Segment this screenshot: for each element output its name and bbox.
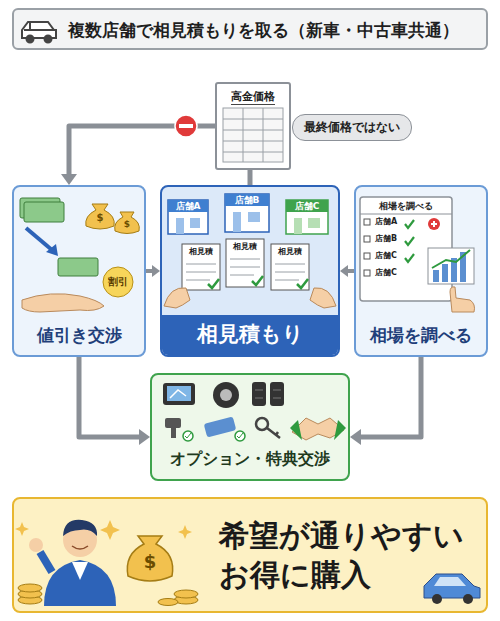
illustration-label: 店舗B (235, 196, 260, 205)
illustration-label: 相見積 (189, 248, 213, 256)
discount-illustration (20, 198, 139, 312)
connector-line (79, 357, 139, 437)
connector-line (361, 357, 421, 437)
arrow-head (152, 265, 160, 277)
illustration-label: 店舗C (295, 202, 320, 211)
connector-line (248, 170, 253, 185)
illustration-label: 店舗A (176, 202, 201, 211)
car-icon (22, 22, 56, 43)
arrow-head (61, 174, 77, 185)
node-text: 最終価格ではない (304, 119, 400, 136)
illustration-label: 相場を調べる (379, 202, 433, 211)
illustration-label: 店舗B (375, 235, 397, 243)
flow-arrow (350, 357, 421, 445)
illustration-label: $ (144, 553, 157, 571)
node-text: 高金価格 (231, 89, 275, 105)
option-icons (163, 382, 346, 441)
arrow-head (350, 429, 361, 445)
node-text: 相見積もり (162, 315, 338, 355)
connector-line (146, 269, 152, 273)
panel-box: 値引き交渉 (12, 185, 146, 357)
title-bar: 複数店舗で相見積もりを取る（新車・中古車共通） (12, 8, 488, 50)
node-text: オプション・特典交渉 (170, 449, 330, 470)
highlight-panel: 相見積もり (160, 185, 340, 357)
document-box: 高金価格 (215, 82, 291, 170)
title-text: 複数店舗で相見積もりを取る（新車・中古車共通） (68, 20, 459, 42)
flow-arrow (340, 265, 354, 277)
illustration-label: $ (97, 213, 104, 223)
illustration-label: 相見積 (278, 248, 302, 256)
arrow-head (340, 265, 348, 277)
price-table (223, 108, 283, 162)
illustration-label: 店舗C (375, 269, 397, 277)
result-box: 希望が通りやすい お得に購入 (12, 497, 488, 613)
arrow-head (139, 429, 150, 445)
flow-arrow (250, 170, 251, 185)
node-text: 希望が通りやすい お得に購入 (219, 516, 474, 594)
node-text: 値引き交渉 (37, 324, 122, 347)
connector-line (69, 126, 215, 174)
illustration-label: 相見積 (233, 243, 257, 251)
market-research-illustration (360, 197, 475, 312)
flow-arrow (61, 126, 215, 185)
flow-arrow (146, 265, 160, 277)
panel-box: 相場を調べる (354, 185, 488, 357)
stores-illustration (164, 194, 336, 308)
minus-sign (175, 115, 197, 137)
callout-pill: 最終価格ではない (292, 114, 412, 141)
buyer-illustration (15, 520, 480, 606)
illustration-label: 店舗A (375, 218, 397, 226)
illustration-label: 割引 (108, 277, 128, 287)
option-box: オプション・特典交渉 (150, 373, 350, 481)
flow-arrow (79, 357, 150, 445)
node-text: 相場を調べる (370, 324, 472, 347)
illustration-label: $ (124, 220, 130, 229)
illustration-label: 店舗C (375, 252, 397, 260)
